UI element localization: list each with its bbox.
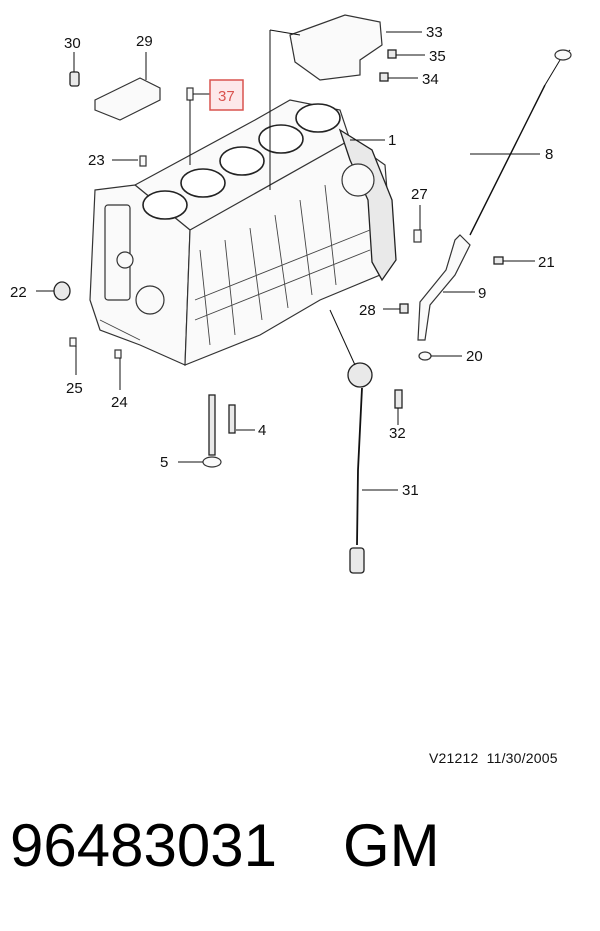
callout-8[interactable]: 8 xyxy=(545,146,553,163)
small-parts-drawing xyxy=(53,14,572,574)
callout-1[interactable]: 1 xyxy=(388,132,396,149)
callout-9[interactable]: 9 xyxy=(478,285,486,302)
callout-5[interactable]: 5 xyxy=(160,454,168,471)
engine-block-exploded-diagram: 30 29 37 23 22 25 24 33 35 34 1 8 27 21 … xyxy=(10,14,572,574)
callout-32[interactable]: 32 xyxy=(389,425,406,442)
leader-lines xyxy=(36,29,540,491)
part-number: 96483031 xyxy=(10,812,277,879)
diagram-ref-code: V21212 xyxy=(429,750,479,766)
callout-27[interactable]: 27 xyxy=(411,186,428,203)
callout-29[interactable]: 29 xyxy=(136,33,153,50)
callout-31[interactable]: 31 xyxy=(402,482,419,499)
cylinder-block-drawing xyxy=(89,99,397,366)
callout-35[interactable]: 35 xyxy=(429,48,446,65)
callout-37[interactable]: 37 xyxy=(218,88,235,105)
callout-34[interactable]: 34 xyxy=(422,71,439,88)
callout-20[interactable]: 20 xyxy=(466,348,483,365)
diagram-reference: V21212 11/30/2005 xyxy=(429,750,558,766)
callout-21[interactable]: 21 xyxy=(538,254,555,271)
callout-25[interactable]: 25 xyxy=(66,380,83,397)
callout-23[interactable]: 23 xyxy=(88,152,105,169)
callout-24[interactable]: 24 xyxy=(111,394,128,411)
callout-22[interactable]: 22 xyxy=(10,284,27,301)
diagram-date: 11/30/2005 xyxy=(486,750,558,766)
callout-28[interactable]: 28 xyxy=(359,302,376,319)
callout-30[interactable]: 30 xyxy=(64,35,81,52)
callout-4[interactable]: 4 xyxy=(258,422,266,439)
callout-33[interactable]: 33 xyxy=(426,24,443,41)
callout-37-highlight xyxy=(209,79,244,111)
brand-name: GM xyxy=(342,812,440,879)
